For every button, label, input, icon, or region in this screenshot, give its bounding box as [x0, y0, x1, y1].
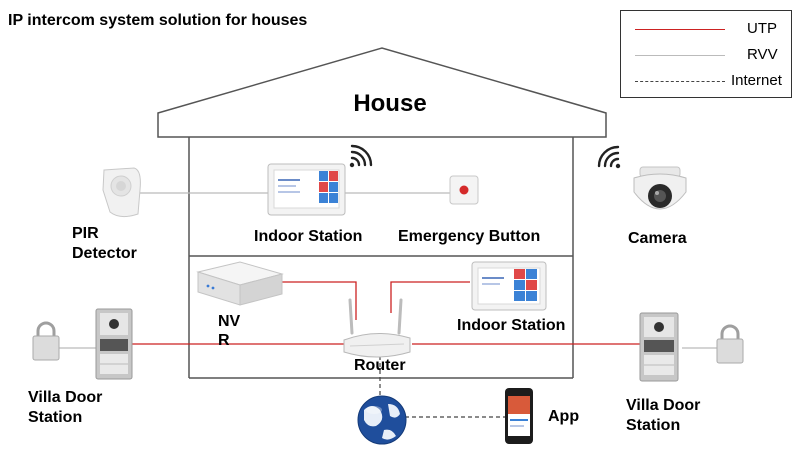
lock-right-icon: [716, 324, 744, 364]
indoor-station-bottom-label: Indoor Station: [457, 317, 566, 334]
legend-utp-label: UTP: [747, 20, 777, 37]
cable-router-to-indoor: [390, 281, 470, 313]
indoor-station-top-label: Indoor Station: [254, 228, 363, 245]
house-roof: [157, 47, 607, 138]
nvr-label: NV R: [218, 313, 241, 349]
legend-item-rvv: RVV: [621, 45, 791, 65]
villa-door-right-icon: [639, 312, 679, 382]
internet-links: [379, 356, 505, 418]
legend-utp-line: [635, 29, 725, 30]
smartphone-icon: [505, 388, 533, 444]
utp-cables: [132, 281, 640, 345]
legend-rvv-label: RVV: [747, 46, 778, 63]
villa-door-left-label: Villa Door Station: [28, 389, 103, 426]
globe-icon: [357, 395, 407, 445]
app-label: App: [548, 408, 580, 425]
rvv-cables: [55, 192, 717, 349]
legend: UTP RVV Internet: [620, 10, 792, 98]
cable-nvr-to-router: [280, 281, 357, 320]
legend-item-utp: UTP: [621, 19, 791, 39]
page-title: IP intercom system solution for houses: [8, 12, 308, 29]
emergency-button-label: Emergency Button: [398, 228, 541, 245]
pir-detector-label: PIR Detector: [72, 225, 137, 262]
legend-internet-line: [635, 81, 725, 82]
villa-door-right-label: Villa Door Station: [626, 397, 701, 434]
wifi-icon-camera: [597, 145, 621, 169]
emergency-button-icon: [449, 175, 479, 205]
indoor-station-top-icon: [267, 163, 346, 216]
indoor-station-bottom-icon: [471, 261, 547, 311]
villa-door-left-icon: [95, 308, 133, 380]
nvr-icon: [196, 261, 284, 306]
camera-icon: [633, 166, 687, 210]
house-label: House: [353, 90, 427, 117]
camera-label: Camera: [628, 230, 687, 247]
pir-detector-icon: [102, 167, 141, 218]
router-label: Router: [354, 357, 406, 374]
legend-rvv-line: [635, 55, 725, 56]
wifi-icon-indoor: [349, 144, 373, 168]
house-walls: [188, 137, 574, 379]
lock-left-icon: [32, 321, 60, 361]
router-icon: [343, 298, 411, 358]
legend-internet-label: Internet: [731, 72, 782, 89]
legend-item-internet: Internet: [621, 71, 791, 91]
